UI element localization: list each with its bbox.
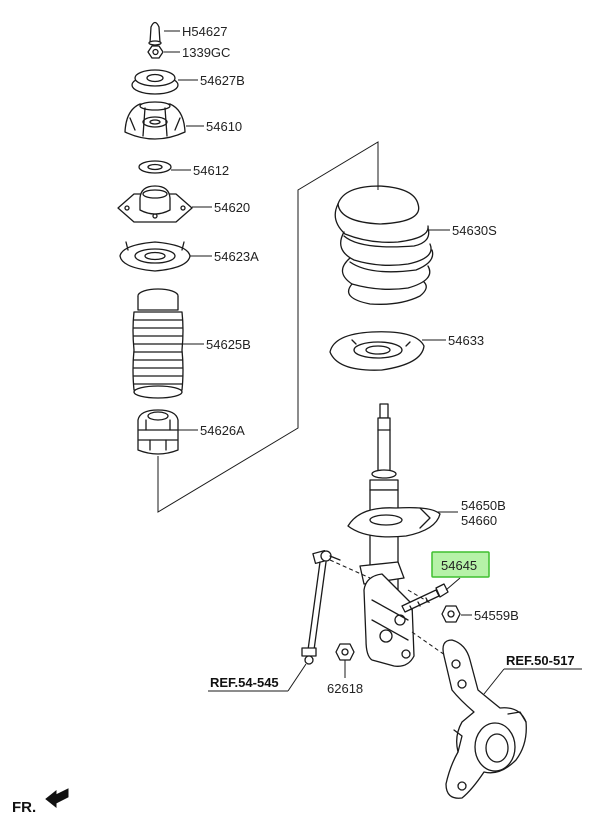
strut-assembly-part[interactable] — [347, 403, 441, 667]
spring-seat-upper-part[interactable] — [119, 241, 191, 272]
label-54623a[interactable]: 54623A — [214, 249, 259, 264]
bolt-part[interactable] — [401, 583, 449, 613]
lock-nut-part[interactable] — [335, 643, 355, 661]
alignment-dash — [407, 589, 433, 605]
steering-knuckle-part[interactable] — [442, 639, 527, 799]
label-54650b[interactable]: 54650B — [461, 498, 506, 513]
front-direction-label: FR. — [12, 799, 36, 816]
nut-part[interactable] — [147, 45, 164, 59]
label-54625b[interactable]: 54625B — [206, 337, 251, 352]
ref-leader — [483, 668, 505, 695]
label-54660[interactable]: 54660 — [461, 513, 497, 528]
label-62618[interactable]: 62618 — [327, 681, 363, 696]
alignment-dash — [411, 631, 453, 661]
spring-pad-part[interactable] — [329, 331, 425, 371]
stabilizer-link-part[interactable] — [301, 549, 341, 665]
label-54559b[interactable]: 54559B — [474, 608, 519, 623]
coil-spring-part[interactable] — [334, 185, 434, 305]
alignment-dash — [329, 559, 371, 579]
label-54612[interactable]: 54612 — [193, 163, 229, 178]
dust-cap-part[interactable] — [148, 21, 162, 46]
bump-stopper-part[interactable] — [137, 409, 179, 455]
leader-line — [445, 577, 461, 591]
label-54610[interactable]: 54610 — [206, 119, 242, 134]
label-54630s[interactable]: 54630S — [452, 223, 497, 238]
label-54627b[interactable]: 54627B — [200, 73, 245, 88]
assembly-bracket-line — [157, 141, 379, 513]
highlight-box[interactable] — [431, 551, 490, 578]
label-54645[interactable]: 54645 — [441, 558, 477, 573]
flange-nut-part[interactable] — [441, 605, 461, 623]
bearing-plate-part[interactable] — [117, 185, 193, 223]
dust-boot-part[interactable] — [132, 288, 184, 399]
bearing-washer-part[interactable] — [138, 160, 172, 174]
label-ref50517[interactable]: REF.50-517 — [506, 653, 575, 668]
strut-mount-part[interactable] — [124, 101, 186, 140]
label-54620[interactable]: 54620 — [214, 200, 250, 215]
front-arrow-icon — [45, 788, 69, 809]
label-54633[interactable]: 54633 — [448, 333, 484, 348]
label-ref54545[interactable]: REF.54-545 — [210, 675, 279, 690]
label-h54627[interactable]: H54627 — [182, 24, 228, 39]
washer-part[interactable] — [131, 69, 179, 95]
label-1339gc[interactable]: 1339GC — [182, 45, 230, 60]
label-54626a[interactable]: 54626A — [200, 423, 245, 438]
ref-leader — [287, 663, 307, 692]
